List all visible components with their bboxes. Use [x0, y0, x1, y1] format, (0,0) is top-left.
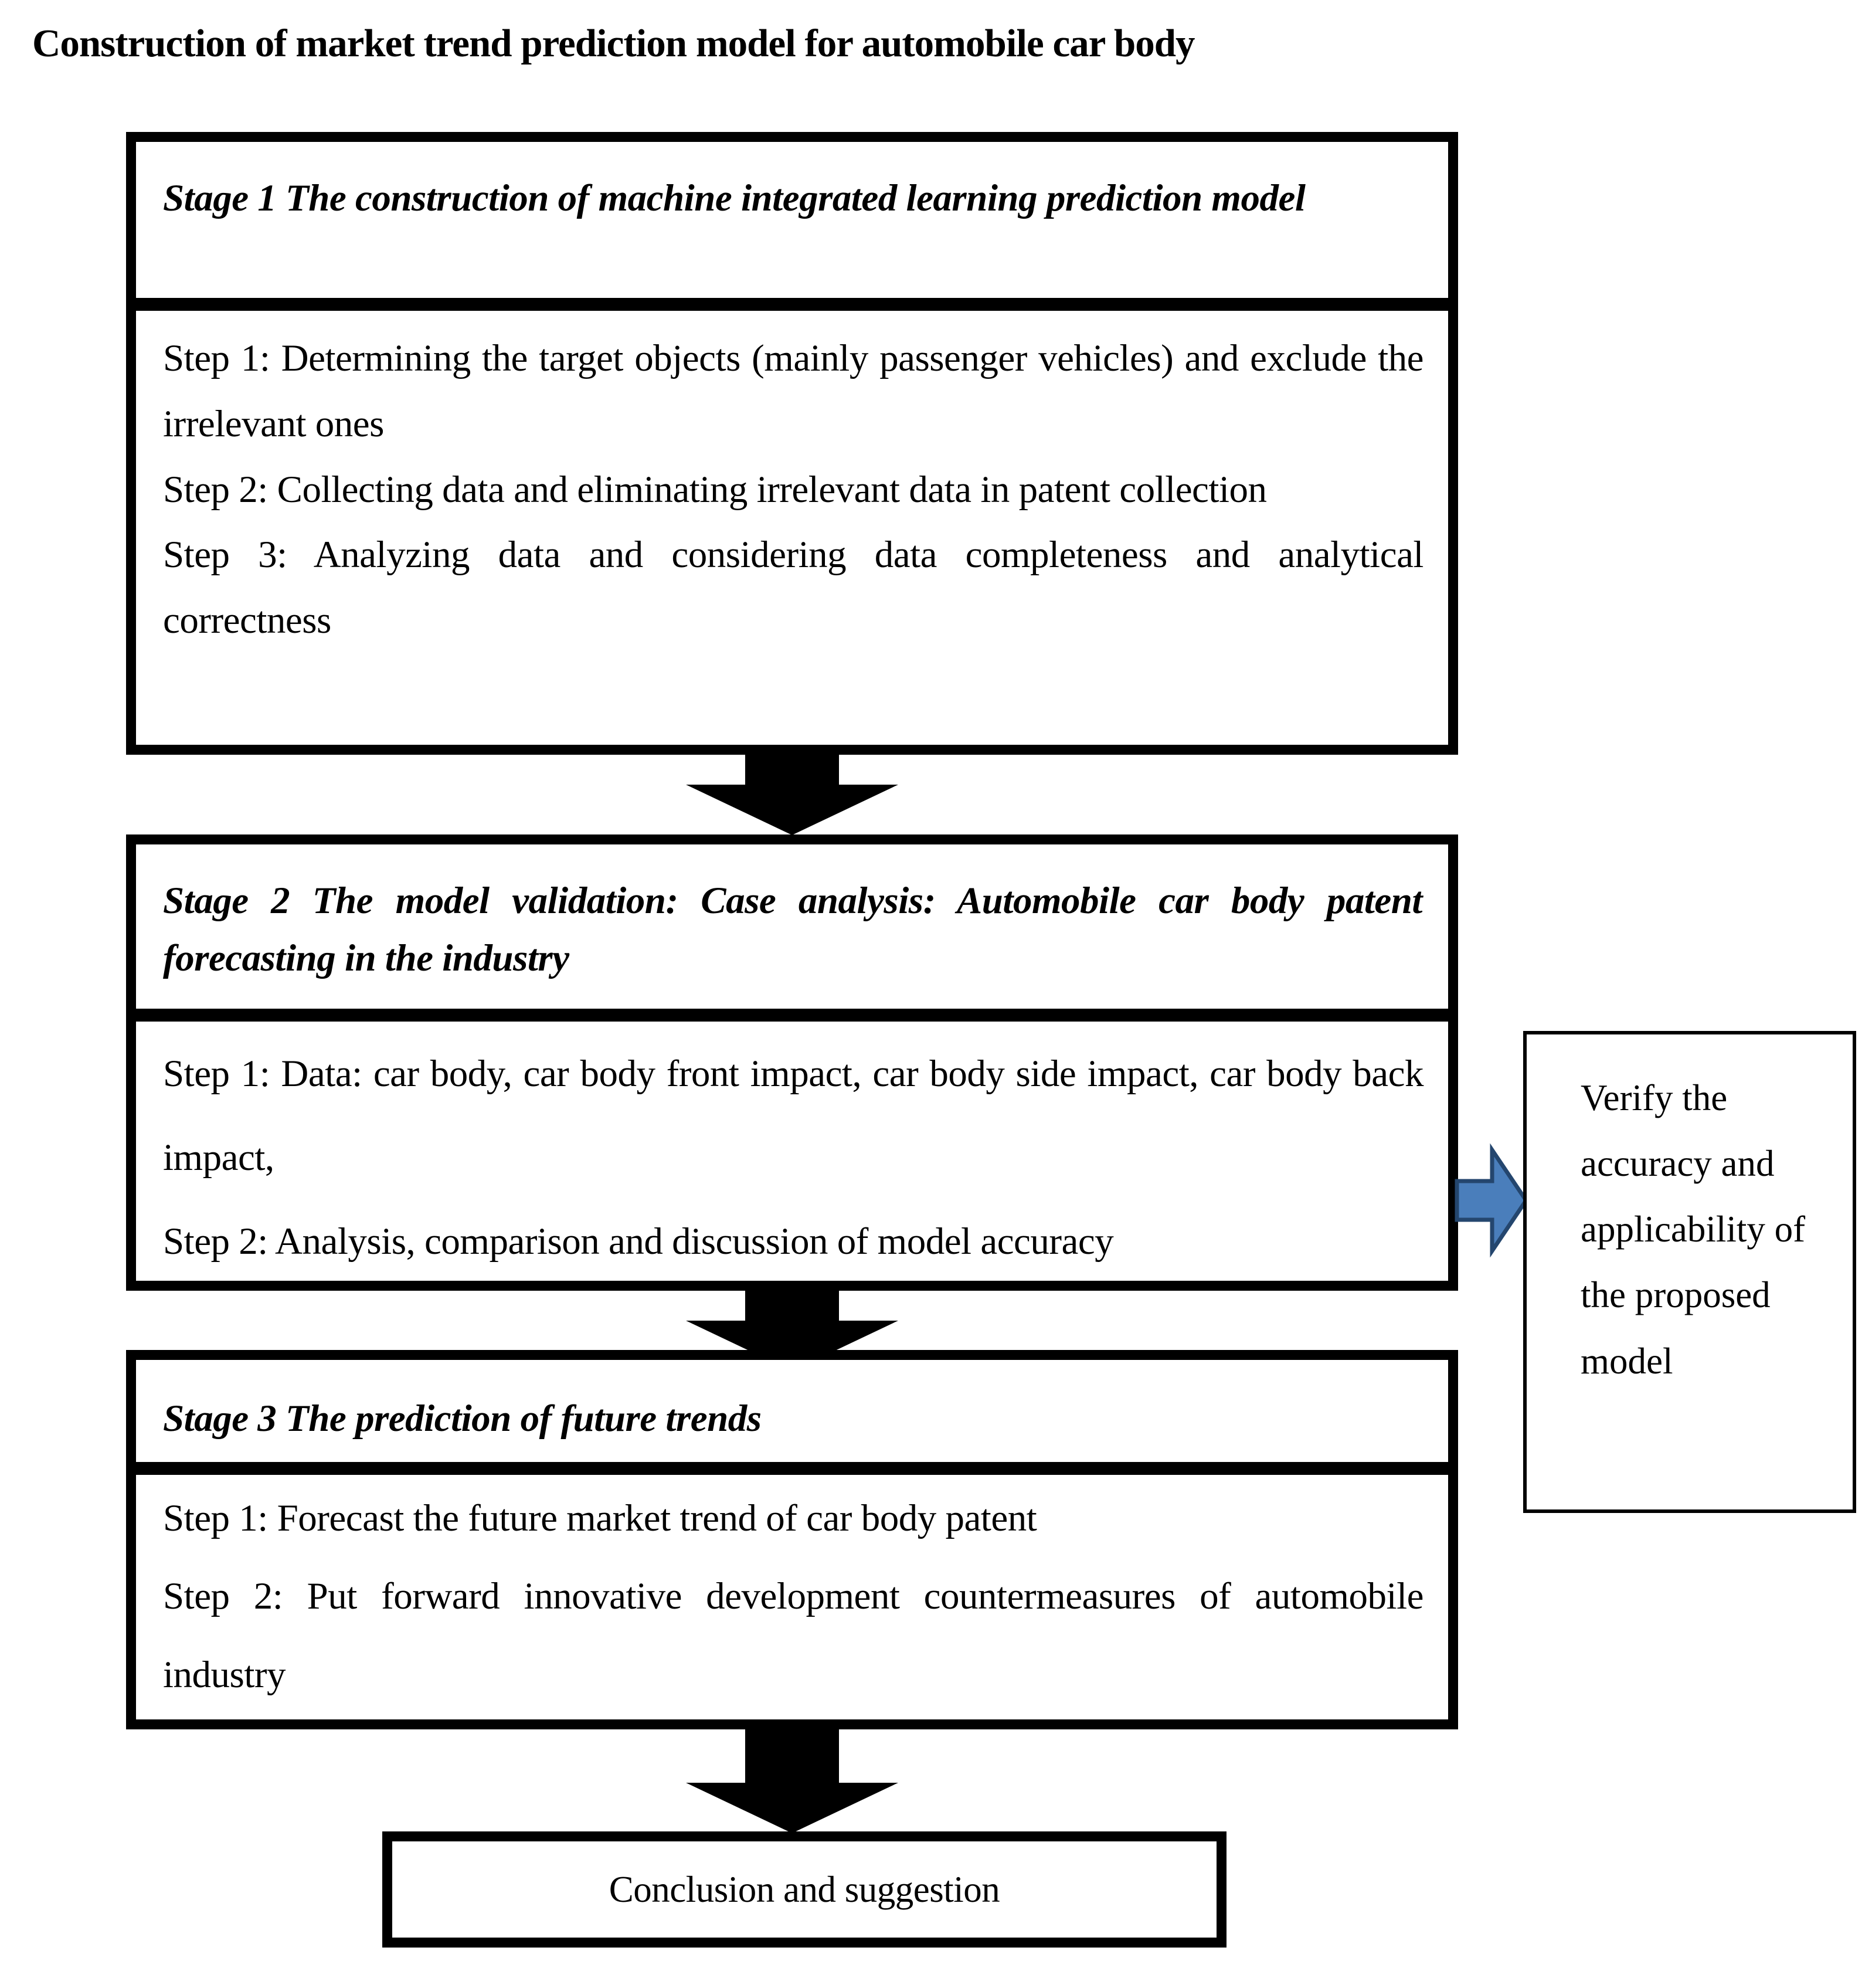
stage3-box: Stage 3 The prediction of future trends … — [126, 1350, 1458, 1729]
stage3-header: Stage 3 The prediction of future trends — [136, 1360, 1448, 1475]
stage1-step1: Step 1: Determining the target objects (… — [163, 337, 1424, 445]
stage1-box: Stage 1 The construction of machine inte… — [126, 132, 1458, 755]
stage3-body: Step 1: Forecast the future market trend… — [136, 1475, 1448, 1714]
down-arrow-icon — [686, 752, 898, 835]
stage1-step2: Step 2: Collecting data and eliminating … — [163, 468, 1267, 511]
stage2-box: Stage 2 The model validation: Case analy… — [126, 834, 1458, 1291]
stage3-step1: Step 1: Forecast the future market trend… — [163, 1497, 1037, 1539]
stage1-body: Step 1: Determining the target objects (… — [136, 311, 1448, 654]
side-note-text: Verify the accuracy and applicability of… — [1581, 1077, 1806, 1382]
stage2-step2: Step 2: Analysis, comparison and discuss… — [163, 1220, 1114, 1263]
stage1-header: Stage 1 The construction of machine inte… — [136, 142, 1448, 311]
stage1-step3: Step 3: Analyzing data and considering d… — [163, 534, 1424, 642]
stage2-header: Stage 2 The model validation: Case analy… — [136, 844, 1448, 1022]
conclusion-box: Conclusion and suggestion — [382, 1831, 1227, 1948]
stage3-step2: Step 2: Put forward innovative developme… — [163, 1575, 1424, 1696]
stage2-step1: Step 1: Data: car body, car body front i… — [163, 1053, 1424, 1179]
side-note-box: Verify the accuracy and applicability of… — [1523, 1031, 1856, 1513]
stage2-body: Step 1: Data: car body, car body front i… — [136, 1022, 1448, 1284]
conclusion-text: Conclusion and suggestion — [609, 1868, 1000, 1910]
down-arrow-icon — [686, 1726, 898, 1833]
down-arrow-icon — [686, 1288, 898, 1371]
diagram-title: Construction of market trend prediction … — [32, 22, 1195, 65]
right-arrow-icon — [1455, 1143, 1529, 1258]
